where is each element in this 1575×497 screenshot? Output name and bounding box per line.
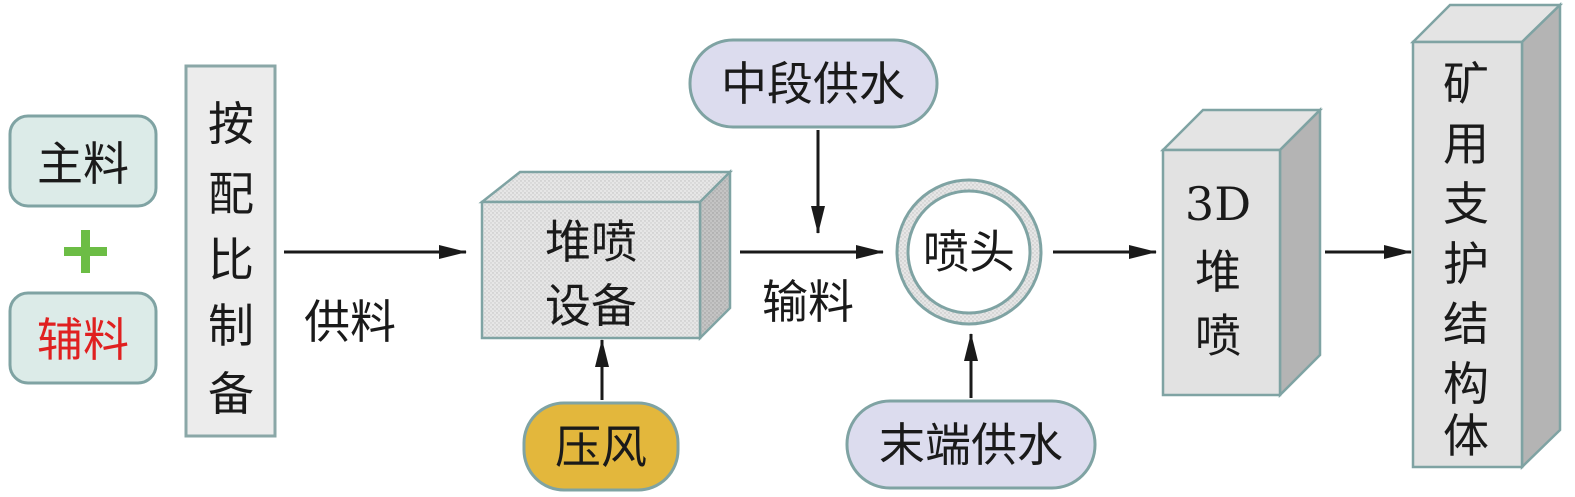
structure-char-4: 护 (1443, 237, 1489, 291)
main-material-label: 主料 (37, 137, 129, 191)
prep-char-5: 备 (208, 367, 254, 421)
spray-3d-line-1: 3D (1185, 177, 1251, 231)
prep-char-3: 比 (208, 233, 254, 287)
spray-3d-line-2: 堆 (1195, 245, 1241, 299)
compressed-air-node: 压风 (522, 401, 680, 492)
end-water-label: 末端供水 (879, 418, 1063, 472)
compressed-air-label: 压风 (555, 420, 647, 474)
spray-equipment-line-1: 堆喷 (545, 215, 637, 269)
spray-equipment-line-2: 设备 (545, 279, 637, 333)
spray-3d-node: 3D 堆 喷 (1159, 106, 1324, 399)
prep-char-4: 制 (208, 299, 254, 353)
aux-material-label: 辅料 (37, 313, 129, 367)
structure-char-6: 构 (1443, 357, 1489, 411)
structure-char-5: 结 (1443, 297, 1489, 351)
convey-arrow: 输料 (740, 245, 884, 329)
prep-char-2: 配 (208, 167, 254, 221)
supply-label: 供料 (304, 295, 396, 349)
spray-equipment-node: 堆喷 设备 (478, 168, 734, 342)
main-material-node: 主料 (8, 114, 158, 208)
end-water-node: 末端供水 (845, 399, 1097, 490)
structure-char-3: 支 (1443, 177, 1489, 231)
aux-material-node: 辅料 (8, 291, 158, 385)
nozzle-node: 喷头 (895, 178, 1043, 326)
convey-label: 输料 (762, 275, 854, 329)
support-structure-node: 矿 用 支 护 结 构 体 (1409, 2, 1564, 470)
mid-water-node: 中段供水 (688, 38, 939, 129)
structure-char-1: 矿 (1443, 57, 1489, 111)
spray-3d-line-3: 喷 (1195, 309, 1241, 363)
plus-icon (64, 230, 107, 273)
nozzle-label: 喷头 (923, 225, 1015, 279)
mid-water-label: 中段供水 (721, 57, 905, 111)
structure-char-2: 用 (1443, 117, 1489, 171)
structure-char-7: 体 (1443, 409, 1489, 463)
supply-arrow: 供料 (284, 245, 467, 349)
prep-char-1: 按 (208, 97, 254, 151)
proportion-prep-node: 按 配 比 制 备 (184, 64, 277, 438)
